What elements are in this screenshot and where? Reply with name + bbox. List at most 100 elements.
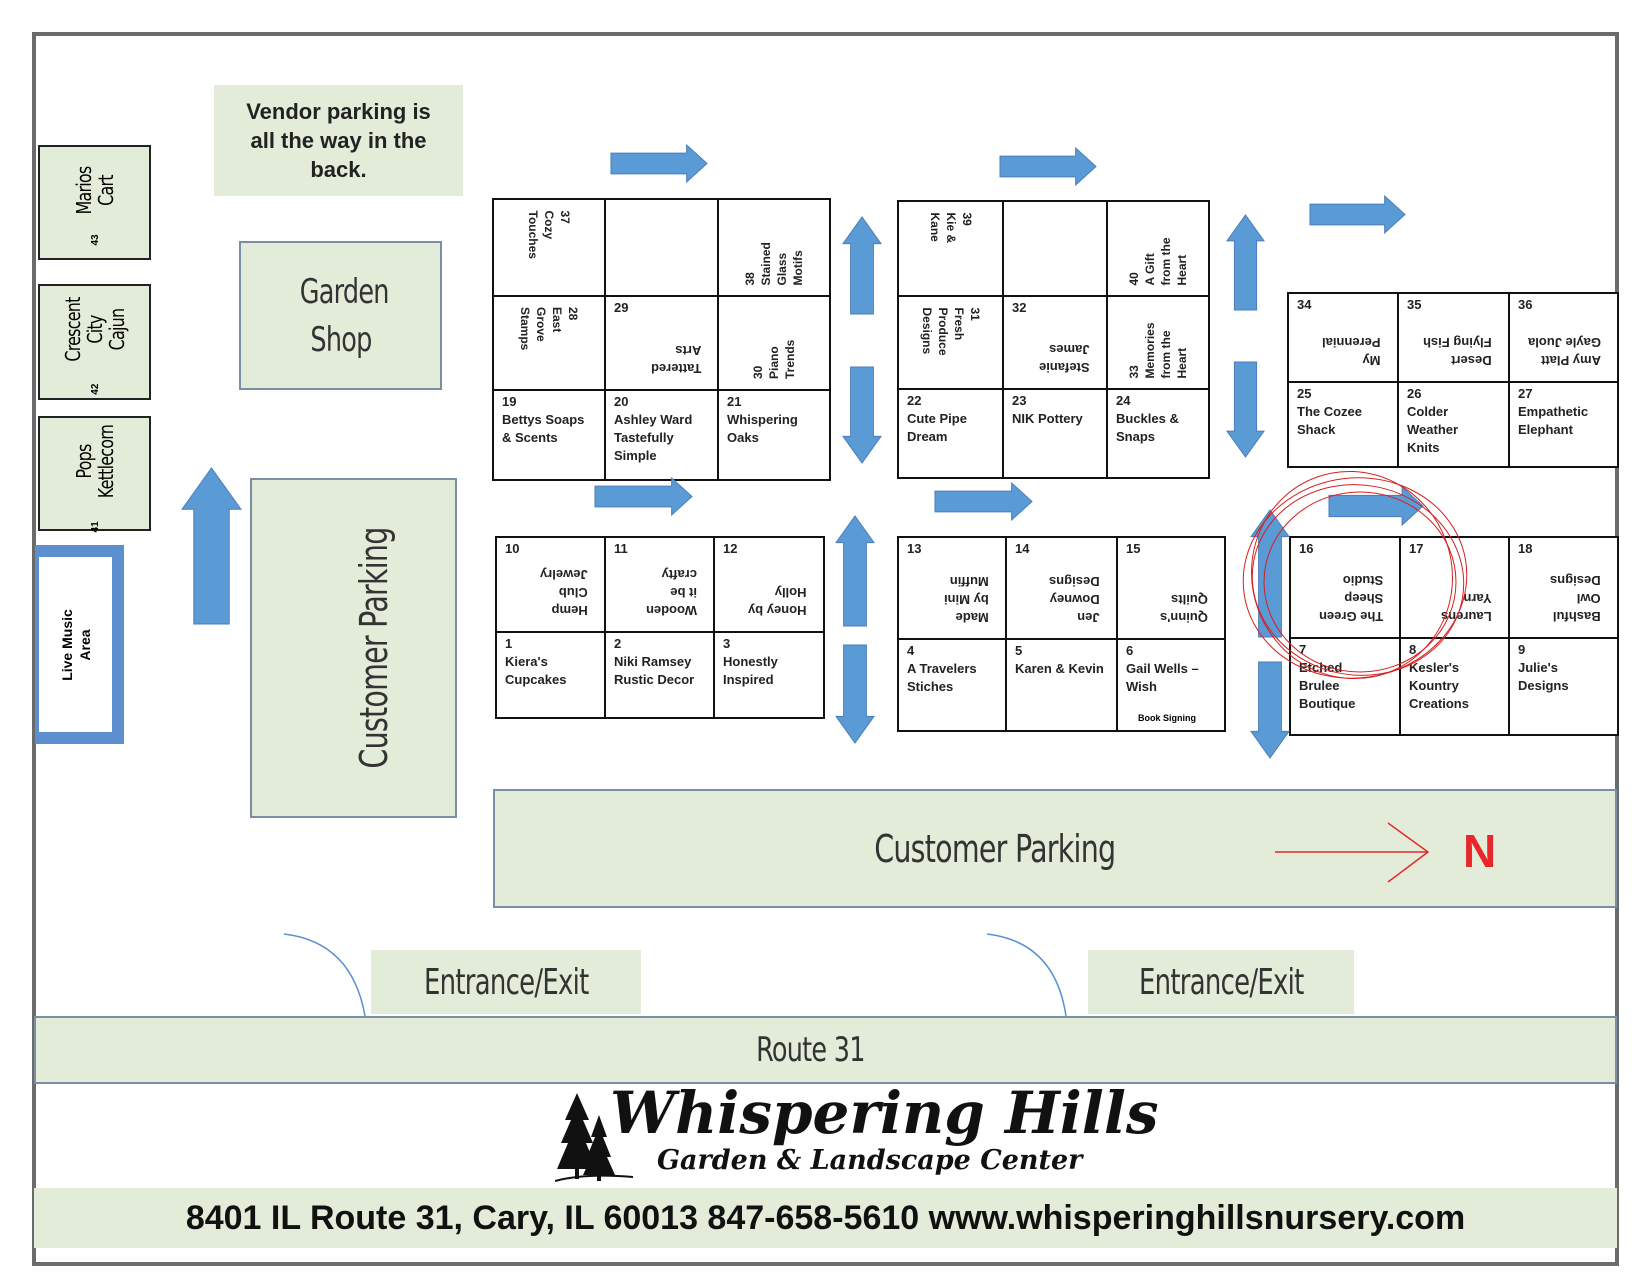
- stall-number: 17: [1409, 541, 1424, 556]
- traffic-arrow-down-icon: [842, 366, 882, 464]
- stall-name: The Cozee Shack: [1297, 404, 1363, 437]
- stall-number: 13: [907, 541, 922, 556]
- route-31: Route 31: [34, 1016, 1617, 1084]
- stall-number: 22: [907, 393, 922, 408]
- empty-stall: [604, 198, 719, 297]
- entrance-right-label: Entrance/Exit: [1138, 961, 1304, 1003]
- stall-name: Stefanie James: [1039, 342, 1090, 375]
- stall: 31 Fresh Produce Designs: [897, 295, 1004, 390]
- stall-number: 41: [89, 520, 100, 532]
- stall-name: Kie & Kane: [927, 212, 958, 243]
- stall-number: 37: [558, 210, 572, 224]
- traffic-arrow-up-icon: [181, 467, 242, 625]
- stall-name: Empathetic Elephant: [1518, 404, 1589, 437]
- stall-name: Pops Kettlecorn: [71, 424, 118, 498]
- traffic-arrow-right-icon: [1309, 194, 1406, 235]
- stall-name: Bettys Soaps & Scents: [502, 412, 585, 445]
- stall-name: Wooden it be crafty: [645, 567, 697, 618]
- address-band: 8401 IL Route 31, Cary, IL 60013 847-658…: [34, 1188, 1617, 1248]
- traffic-arrow-right-icon: [594, 476, 693, 517]
- stall-number: 7: [1299, 642, 1307, 657]
- stall-number: 20: [614, 394, 629, 409]
- stall-number: 1: [505, 636, 513, 651]
- stall-name: Kesler's Kountry Creations: [1409, 660, 1469, 711]
- stall-name: My Perennial: [1322, 335, 1381, 368]
- stall-name: Honey by Holly: [748, 585, 807, 618]
- stall-name: NIK Pottery: [1012, 411, 1083, 426]
- stall: 40 A Gift from the Heart: [1106, 200, 1210, 297]
- route-label: Route 31: [756, 1030, 865, 1070]
- entrance-left: Entrance/Exit: [371, 950, 641, 1014]
- customer-parking-main: Customer Parking: [493, 789, 1617, 908]
- stall-name: Quinn's Quilts: [1160, 592, 1208, 625]
- stall-number: 16: [1299, 541, 1314, 556]
- stall-number: 6: [1126, 643, 1134, 658]
- stall-name: Bashful Owl Designs: [1550, 573, 1601, 624]
- stall: 39 Kie & Kane: [897, 200, 1004, 297]
- stall: 28 East Grove Stamps: [492, 295, 606, 391]
- stall-number: 21: [727, 394, 742, 409]
- stall-name: Cute Pipe Dream: [907, 411, 967, 444]
- stall-number: 28: [566, 307, 580, 321]
- stall-number: 35: [1407, 297, 1422, 312]
- stall-name: Hemp Club Jewelry: [540, 567, 588, 618]
- stall-name: Jen Downey Designs: [1049, 574, 1100, 625]
- stall-note: Book Signing: [1138, 713, 1196, 723]
- stall-name: A Gift from the Heart: [1143, 237, 1189, 285]
- traffic-arrow-down-icon: [1250, 661, 1290, 759]
- traffic-arrow-up-icon: [842, 216, 882, 315]
- live-music-label: Live Music Area: [58, 608, 93, 681]
- stall-name: Fresh Produce Designs: [919, 307, 966, 356]
- traffic-arrow-right-icon: [999, 146, 1097, 187]
- stall-number: 32: [1012, 300, 1027, 315]
- pine-tree-icon: [555, 1093, 634, 1182]
- stall-number: 12: [723, 541, 738, 556]
- stall-name: Amy Platt Gayle Juola: [1528, 335, 1601, 368]
- customer-parking-side: Customer Parking: [250, 478, 457, 818]
- stall-name: Buckles & Snaps: [1116, 411, 1179, 444]
- traffic-arrow-up-icon: [835, 515, 875, 627]
- stall-name: Memories from the Heart: [1143, 321, 1189, 378]
- stall-name: Ashley Ward Tastefully Simple: [614, 412, 693, 463]
- stall: 33 Memories from the Heart: [1106, 295, 1210, 390]
- stall-name: A Travelers Stiches: [907, 661, 977, 694]
- stall-name: Colder Weather Knits: [1407, 404, 1459, 455]
- stall-name: Piano Trends: [767, 339, 797, 379]
- stall-number: 23: [1012, 393, 1027, 408]
- stall-name: Kiera's Cupcakes: [505, 654, 567, 687]
- traffic-arrow-down-icon: [835, 644, 875, 744]
- logo-subtitle: Garden & Landscape Center: [657, 1145, 1083, 1176]
- stall: 37 Cozy Touches: [492, 198, 606, 297]
- traffic-arrow-up-icon: [1226, 214, 1265, 311]
- stall-number: 24: [1116, 393, 1131, 408]
- stall-number: 38: [743, 271, 757, 285]
- stall-number: 34: [1297, 297, 1312, 312]
- live-music-area: Live Music Area: [35, 545, 124, 744]
- stall-number: 30: [751, 365, 765, 379]
- stall-name: Stained Glass Motifs: [759, 241, 805, 285]
- stall-name: Made by Mini Muffin: [944, 574, 989, 625]
- stall-number: 25: [1297, 386, 1312, 401]
- garden-shop: Garden Shop: [239, 241, 442, 390]
- garden-shop-label: Garden Shop: [299, 271, 389, 360]
- traffic-arrow-down-icon: [1226, 361, 1265, 458]
- side-stall: 41 Pops Kettlecorn: [38, 416, 151, 532]
